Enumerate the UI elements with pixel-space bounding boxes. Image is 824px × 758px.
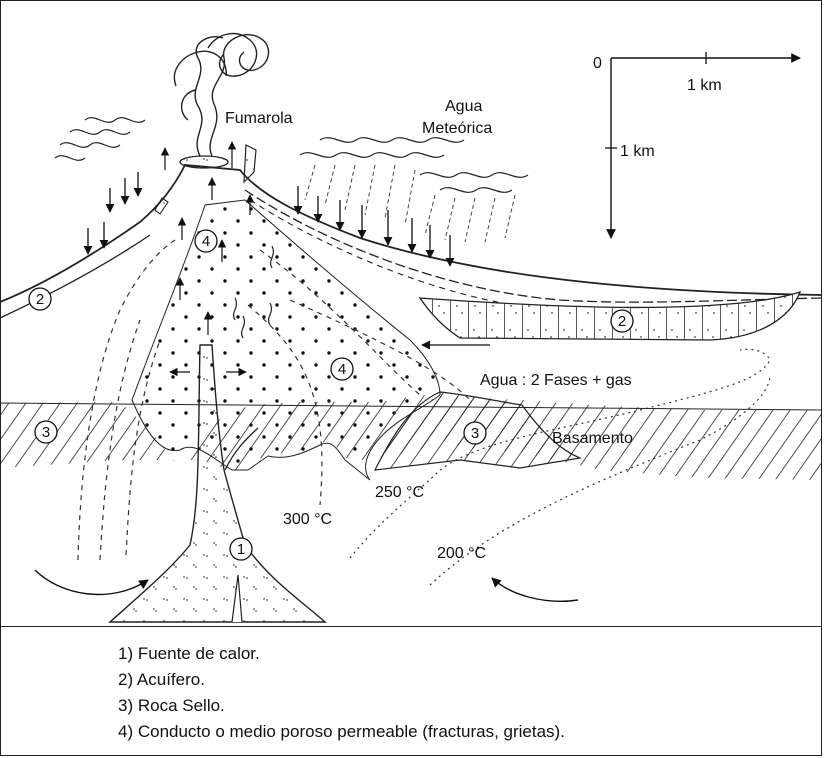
marker-4-mid-label: 4: [338, 361, 346, 378]
label-basamento: Basamento: [552, 430, 633, 447]
legend-item-permeable-conduit: 4) Conducto o medio poroso permeable (fr…: [118, 719, 565, 745]
volcano-cone: [0, 165, 822, 302]
cloud-right: [300, 138, 528, 193]
marker-4-top-label: 4: [202, 233, 210, 250]
legend-item-cap-rock: 3) Roca Sello.: [118, 693, 565, 719]
vent-feature: [244, 145, 256, 182]
legend: 1) Fuente de calor. 2) Acuífero. 3) Roca…: [0, 626, 822, 756]
label-300c: 300 °C: [283, 511, 332, 528]
legend-item-aquifer: 2) Acuífero.: [118, 667, 565, 693]
scale-horizontal-label: 1 km: [687, 77, 722, 94]
label-agua-line1: Agua: [445, 98, 482, 115]
aquifer-right: [420, 292, 800, 340]
geothermal-system-diagram: 1 2 2 3 3 4 4 Fumarola Agua Meteórica Ag…: [0, 0, 824, 626]
marker-3-left-label: 3: [42, 424, 50, 441]
scale-vertical-label: 1 km: [620, 143, 655, 160]
label-agua-fases: Agua : 2 Fases + gas: [480, 372, 632, 389]
label-250c: 250 °C: [375, 484, 424, 501]
marker-2-right-label: 2: [618, 313, 626, 330]
circulation-arrow-right: [492, 578, 578, 601]
marker-1-label: 1: [237, 541, 245, 558]
label-200c: 200 °C: [437, 545, 486, 562]
cloud-left: [55, 118, 145, 161]
marker-3-right-label: 3: [471, 425, 479, 442]
circulation-arrow-left: [35, 570, 148, 594]
rain-streaks: [305, 165, 515, 242]
legend-item-heat-source: 1) Fuente de calor.: [118, 641, 565, 667]
legend-list: 1) Fuente de calor. 2) Acuífero. 3) Roca…: [118, 641, 565, 745]
scale-origin: 0: [593, 55, 602, 72]
crater: [180, 156, 228, 168]
fumarole-plume: [174, 34, 268, 156]
label-agua-line2: Meteórica: [422, 120, 492, 137]
marker-2-left-label: 2: [36, 291, 44, 308]
label-fumarola: Fumarola: [225, 110, 293, 127]
